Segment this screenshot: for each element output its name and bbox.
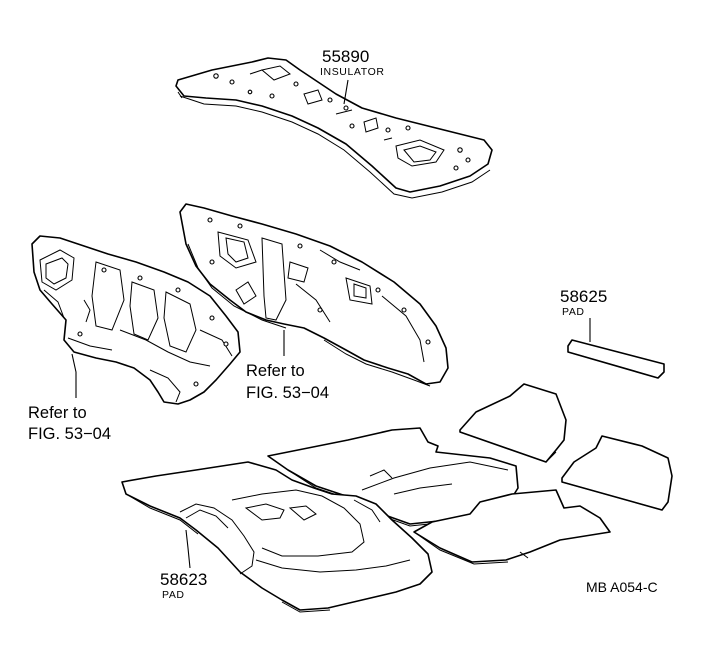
front-pad-part-number: 58623 (160, 570, 207, 589)
pad-strip-part-name: PAD (562, 306, 585, 318)
rear-mat-far-right (561, 435, 673, 511)
left-ref-line1: Refer to (28, 404, 87, 422)
insulator-part-number: 55890 (322, 47, 369, 66)
pad-strip-part (567, 339, 665, 379)
rear-floor-mat (413, 489, 611, 565)
front-pad-leader-line (185, 529, 191, 569)
insulator-part (175, 57, 493, 199)
left-ref-leader-line (71, 353, 77, 398)
center-dash-insulator (179, 203, 449, 387)
rear-mat-right (459, 383, 567, 463)
left-ref-line2: FIG. 53−04 (28, 425, 111, 443)
diagram-code: MB A054-C (586, 579, 658, 595)
center-ref-line2: FIG. 53−04 (246, 384, 329, 402)
left-dash-panel (31, 235, 241, 405)
insulator-leader-line (343, 79, 349, 105)
insulator-part-name: INSULATOR (320, 66, 385, 78)
center-ref-line1: Refer to (246, 362, 305, 380)
front-pad-part-name: PAD (162, 589, 185, 601)
pad-strip-part-number: 58625 (560, 287, 607, 306)
front-floor-pad (121, 461, 433, 613)
